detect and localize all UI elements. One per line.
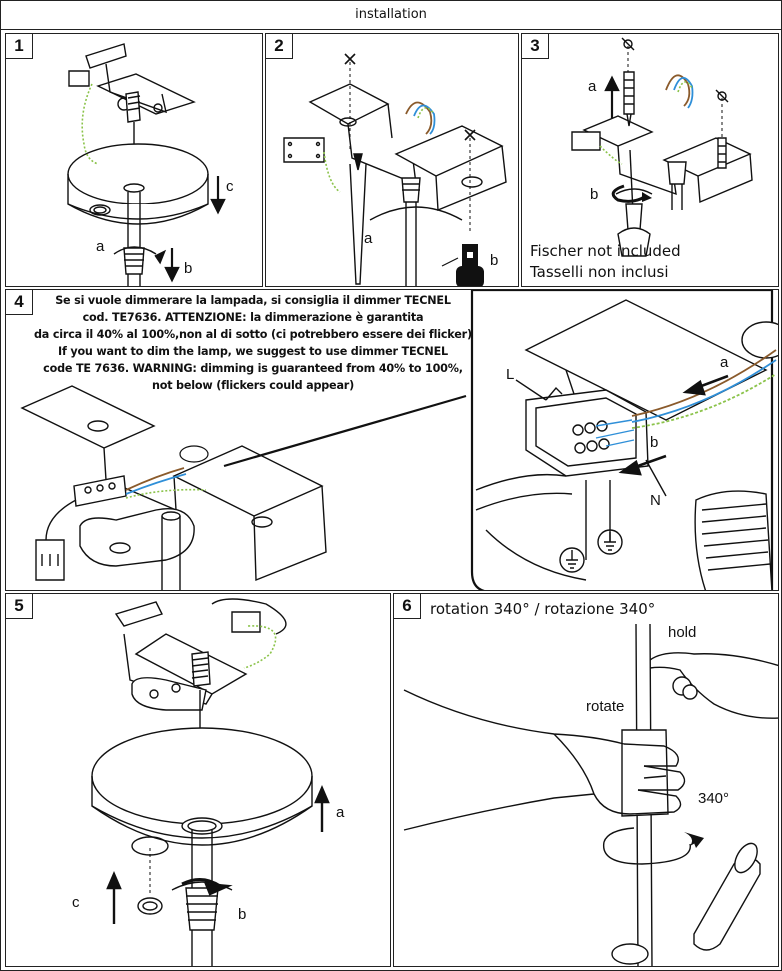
step-number: 5 (6, 594, 33, 619)
label-c: c (72, 894, 80, 911)
step-number: 2 (266, 34, 293, 59)
step-3-panel: 3 (521, 33, 779, 287)
step-5-panel: 5 (5, 593, 391, 967)
label-N: N (650, 492, 661, 509)
step-4-panel: 4 Se si vuole dimmerare la lampada, si c… (5, 289, 779, 591)
label-a: a (336, 804, 345, 821)
rotation-caption: rotation 340° / rotazione 340° (430, 600, 656, 618)
label-b: b (650, 434, 659, 451)
step-number: 3 (522, 34, 549, 59)
text-line: If you want to dim the lamp, we suggest … (58, 345, 448, 358)
label-b: b (490, 252, 499, 269)
step-2-illustration (266, 34, 519, 286)
label-rotate: rotate (586, 698, 625, 715)
note-fischer-en: Fischer not included (530, 242, 681, 260)
label-a: a (588, 78, 597, 95)
step-2-panel: 2 (265, 33, 519, 287)
text-line: da circa il 40% al 100%,non al di sotto … (34, 328, 480, 341)
text-line: code TE 7636. WARNING: dimming is guaran… (43, 362, 463, 375)
sheet-title: installation (1, 1, 781, 30)
step-6-panel: 6 rotation 340° / rotazione 340° (393, 593, 779, 967)
step-4-illustration (6, 290, 778, 590)
text-line: cod. TE7636. ATTENZIONE: la dimmerazione… (82, 311, 424, 324)
note-fischer-it: Tasselli non inclusi (530, 263, 669, 281)
label-a: a (96, 238, 105, 255)
label-a: a (720, 354, 729, 371)
label-degrees: 340° (698, 790, 730, 807)
label-b: b (590, 186, 599, 203)
step-5-illustration (6, 594, 391, 967)
step-number: 6 (394, 594, 421, 619)
label-b: b (238, 906, 247, 923)
label-b: b (184, 260, 193, 277)
label-hold: hold (668, 624, 697, 641)
step-6-illustration (394, 594, 779, 967)
step-number: 4 (6, 290, 33, 315)
text-line: Se si vuole dimmerare la lampada, si con… (55, 294, 451, 307)
step-1-panel: 1 (5, 33, 263, 287)
step-3-illustration (522, 34, 779, 287)
text-line: not below (flickers could appear) (151, 379, 355, 392)
label-a: a (364, 230, 373, 247)
label-L: L (506, 366, 515, 383)
step-1-illustration (6, 34, 263, 287)
label-c: c (226, 178, 234, 195)
step-number: 1 (6, 34, 33, 59)
dimmer-warning-text: Se si vuole dimmerare la lampada, si con… (34, 292, 480, 394)
